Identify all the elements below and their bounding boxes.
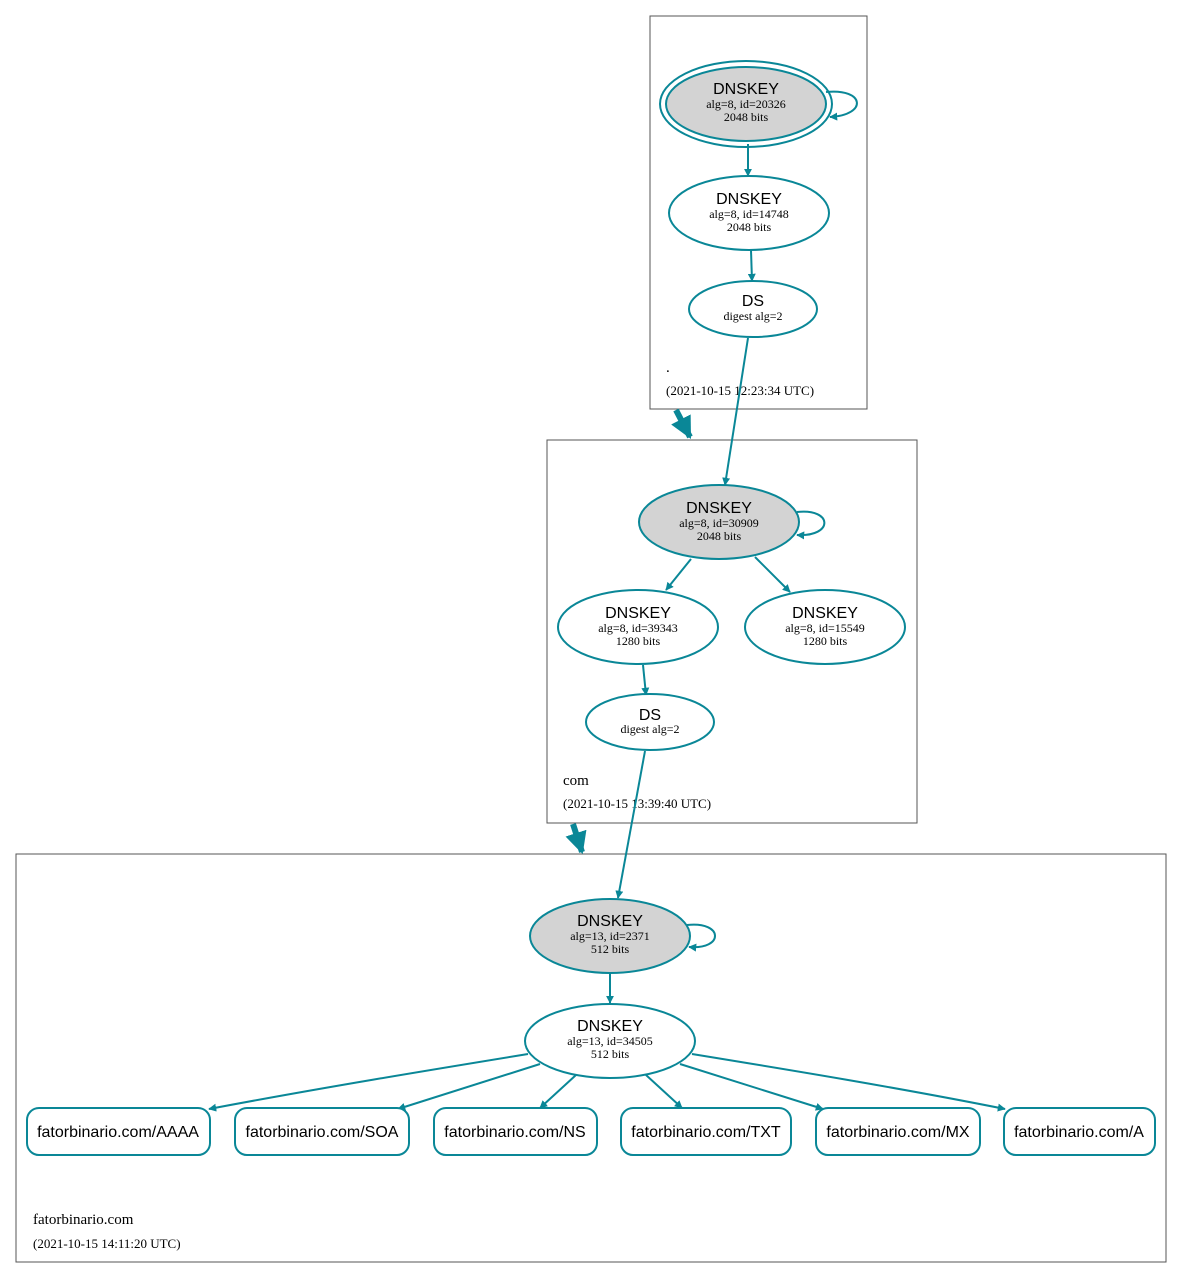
node-fb-zsk-line2: 512 bits: [591, 1047, 630, 1061]
node-com-ksk-line1: alg=8, id=30909: [679, 516, 759, 530]
edge-root-ksk-self: [825, 90, 858, 121]
edge-root-zsk-ds: [747, 249, 756, 282]
edge-com-zsk1-ds: [641, 664, 650, 696]
zone-com-name: com: [563, 773, 589, 789]
edge-com-ksk-zsk2: [754, 556, 791, 593]
edge-com-ksk-zsk1: [665, 558, 692, 591]
rrset-soa: fatorbinario.com/SOA: [234, 1107, 410, 1156]
node-root-zsk-line2: 2048 bits: [727, 220, 772, 234]
edge-fb-zsk-mx: [679, 1063, 824, 1111]
node-root-zsk: DNSKEY alg=8, id=14748 2048 bits: [668, 175, 830, 251]
node-com-zsk2: DNSKEY alg=8, id=15549 1280 bits: [744, 589, 906, 665]
rrset-txt: fatorbinario.com/TXT: [620, 1107, 792, 1156]
node-com-zsk1: DNSKEY alg=8, id=39343 1280 bits: [557, 589, 719, 665]
node-fb-ksk-line2: 512 bits: [591, 942, 630, 956]
node-com-zsk1-title: DNSKEY: [605, 605, 671, 622]
node-com-zsk2-title: DNSKEY: [792, 605, 858, 622]
node-fb-ksk-title: DNSKEY: [577, 913, 643, 930]
node-fb-zsk-line1: alg=13, id=34505: [567, 1034, 653, 1048]
node-fb-ksk: DNSKEY alg=13, id=2371 512 bits: [529, 898, 691, 974]
edge-root-ds-com-ksk: [722, 337, 749, 486]
edge-fb-ksk-self: [686, 923, 716, 952]
rrset-txt-label: fatorbinario.com/TXT: [631, 1124, 781, 1141]
zone-fatorbinario-name: fatorbinario.com: [33, 1212, 134, 1228]
edge-fb-zsk-aaaa: [208, 1053, 529, 1112]
edge-fb-zsk-a: [691, 1053, 1006, 1112]
node-root-zsk-title: DNSKEY: [716, 191, 782, 208]
node-root-zsk-line1: alg=8, id=14748: [709, 207, 789, 221]
rrset-a: fatorbinario.com/A: [1003, 1107, 1156, 1156]
node-root-ds: DS digest alg=2: [688, 280, 818, 338]
node-com-ksk: DNSKEY alg=8, id=30909 2048 bits: [638, 484, 800, 560]
rrset-aaaa: fatorbinario.com/AAAA: [26, 1107, 211, 1156]
node-root-ds-line1: digest alg=2: [723, 309, 782, 323]
node-fb-zsk: DNSKEY alg=13, id=34505 512 bits: [524, 1003, 696, 1079]
zone-com-time: (2021-10-15 13:39:40 UTC): [563, 796, 711, 811]
rrset-mx: fatorbinario.com/MX: [815, 1107, 981, 1156]
node-com-zsk1-line2: 1280 bits: [616, 634, 661, 648]
edge-fb-zsk-soa: [397, 1063, 541, 1111]
node-com-zsk2-line2: 1280 bits: [803, 634, 848, 648]
rrset-aaaa-label: fatorbinario.com/AAAA: [37, 1124, 199, 1141]
node-com-ds: DS digest alg=2: [585, 693, 715, 751]
node-com-ds-line1: digest alg=2: [620, 722, 679, 736]
node-com-ksk-title: DNSKEY: [686, 500, 752, 517]
rrset-ns-label: fatorbinario.com/NS: [444, 1124, 585, 1141]
node-root-ksk-line2: 2048 bits: [724, 110, 769, 124]
edge-fb-zsk-ns: [539, 1074, 577, 1109]
zone-fatorbinario-time: (2021-10-15 14:11:20 UTC): [33, 1236, 181, 1251]
rrset-a-label: fatorbinario.com/A: [1014, 1124, 1144, 1141]
zone-root-name: .: [666, 360, 670, 376]
node-fb-ksk-line1: alg=13, id=2371: [570, 929, 650, 943]
node-root-ds-title: DS: [742, 293, 764, 310]
delegation-com-fb-edge: [565, 823, 587, 855]
rrset-soa-label: fatorbinario.com/SOA: [246, 1124, 399, 1141]
edge-com-ds-fb-ksk: [615, 750, 646, 899]
edge-com-ksk-self: [796, 510, 826, 540]
node-com-zsk1-line1: alg=8, id=39343: [598, 621, 678, 635]
delegation-root-com-edge: [671, 408, 693, 439]
rrset-mx-label: fatorbinario.com/MX: [826, 1124, 969, 1141]
edge-fb-zsk-txt: [645, 1074, 683, 1109]
node-com-ds-title: DS: [639, 707, 661, 724]
rrset-ns: fatorbinario.com/NS: [433, 1107, 598, 1156]
node-com-ksk-line2: 2048 bits: [697, 529, 742, 543]
node-root-ksk-title: DNSKEY: [713, 81, 779, 98]
node-root-ksk-line1: alg=8, id=20326: [706, 97, 786, 111]
node-com-zsk2-line1: alg=8, id=15549: [785, 621, 865, 635]
node-root-ksk: DNSKEY alg=8, id=20326 2048 bits: [659, 60, 833, 148]
node-fb-zsk-title: DNSKEY: [577, 1018, 643, 1035]
